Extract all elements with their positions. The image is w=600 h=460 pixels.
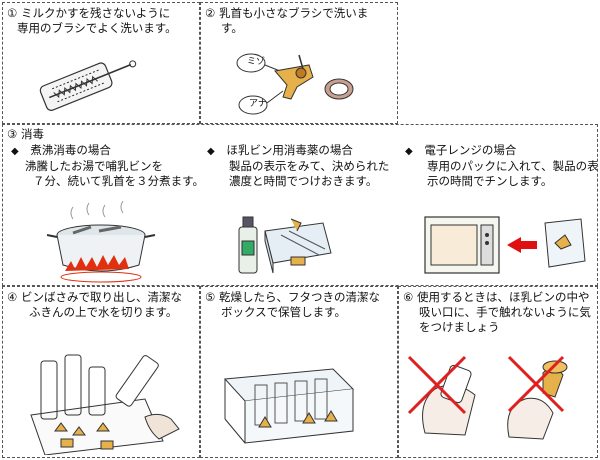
step-5-number: ⑤	[205, 290, 216, 304]
boiling-method: ◆ 煮沸消毒の場合 沸騰したお湯で哺乳ビンを ７分、続いて乳首を３分煮ます。	[11, 143, 204, 189]
microwave-heading: 電子レンジの場合	[424, 143, 517, 157]
step-1-text: ① ミルクかすを残さないように 専用のブラシでよく洗います。	[7, 6, 177, 36]
microwave-marker: ◆	[405, 146, 413, 157]
boiling-line-1: 沸騰したお湯で哺乳ビンを	[25, 159, 163, 173]
step-5-text: ⑤ 乾燥したら、フタつきの清潔な ボックスで保管します。	[205, 290, 380, 320]
step-3-title: ③ 消毒	[7, 127, 44, 142]
step-4-line-2: ふきんの上で水を切ります。	[29, 305, 178, 319]
sterilizer-marker: ◆	[207, 146, 215, 157]
storage-box-illustration	[223, 368, 355, 444]
do-not-touch-illustration	[407, 355, 568, 440]
microwave-method: ◆ 電子レンジの場合 専用のパックに入れて、製品の表 示の時間でチンします。	[405, 143, 598, 189]
groove-label: ミゾ	[247, 57, 266, 67]
boiling-line-2: ７分、続いて乳首を３分煮ます。	[33, 174, 205, 188]
step-6-number: ⑥	[403, 290, 414, 304]
boiling-heading: 煮沸消毒の場合	[30, 143, 111, 157]
step-4-line-1: ビンばさみで取り出し、清潔な	[20, 290, 182, 304]
step-1-number: ①	[7, 6, 18, 20]
step-1-line-2: 専用のブラシでよく洗います。	[17, 21, 177, 35]
step-6-line-3: をつけましょう	[419, 320, 500, 334]
step-4-text: ④ ビンばさみで取り出し、清潔な ふきんの上で水を切ります。	[7, 290, 182, 320]
sterilizer-heading: ほ乳ビン用消毒薬の場合	[226, 143, 353, 157]
boiling-marker: ◆	[11, 146, 19, 157]
step-1-line-1: ミルクかすを残さないように	[20, 6, 171, 20]
step-4-panel: ④ ビンばさみで取り出し、清潔な ふきんの上で水を切ります。	[2, 286, 200, 458]
step-2-text: ② 乳首も小さなブラシで洗いま す。	[205, 6, 368, 36]
step-1-panel: ① ミルクかすを残さないように 専用のブラシでよく洗います。	[2, 2, 200, 124]
step-2-line-2: す。	[221, 21, 243, 35]
step-2-line-1: 乳首も小さなブラシで洗いま	[218, 6, 369, 20]
step-3-number: ③	[7, 127, 18, 141]
sterilizer-method: ◆ ほ乳ビン用消毒薬の場合 製品の表示をみて、決められた 濃度と時間でつけおきま…	[207, 143, 389, 189]
microwave-illustration	[424, 216, 586, 274]
step-6-line-1: 使用するときは、ほ乳ビンの中や	[416, 290, 590, 304]
step-5-line-1: 乾燥したら、フタつきの清潔な	[218, 290, 380, 304]
hole-label: アナ	[249, 99, 267, 109]
nipple-brush-illustration	[236, 53, 354, 115]
step-5-panel: ⑤ 乾燥したら、フタつきの清潔な ボックスで保管します。	[200, 286, 398, 458]
sterilizer-tank-illustration	[238, 216, 332, 274]
drying-bottles-illustration	[30, 354, 180, 455]
step-6-text: ⑥ 使用するときは、ほ乳ビンの中や 吸い口に、手で触れないように気 をつけましょ…	[403, 290, 591, 335]
step-5-line-2: ボックスで保管します。	[221, 305, 347, 319]
sterilizer-line-1: 製品の表示をみて、決められた	[229, 159, 390, 173]
boiling-pot-illustration	[46, 201, 156, 283]
step-2-panel: ② 乳首も小さなブラシで洗いま す。 ミゾ アナ	[200, 2, 398, 124]
step-6-panel: ⑥ 使用するときは、ほ乳ビンの中や 吸い口に、手で触れないように気 をつけましょ…	[398, 286, 598, 458]
microwave-line-2: 示の時間でチンします。	[427, 174, 553, 188]
step-4-number: ④	[7, 290, 18, 304]
microwave-line-1: 専用のパックに入れて、製品の表	[427, 159, 598, 173]
disinfection-title: 消毒	[20, 127, 44, 141]
step-3-panel: ③ 消毒 ◆ 煮沸消毒の場合 沸騰したお湯で哺乳ビンを ７分、続いて乳首を３分煮…	[2, 124, 598, 286]
step-2-number: ②	[205, 6, 216, 20]
step-6-line-2: 吸い口に、手で触れないように気	[419, 305, 591, 319]
sterilizer-line-2: 濃度と時間でつけおきます。	[229, 174, 378, 188]
bottle-brush-illustration	[39, 60, 137, 111]
